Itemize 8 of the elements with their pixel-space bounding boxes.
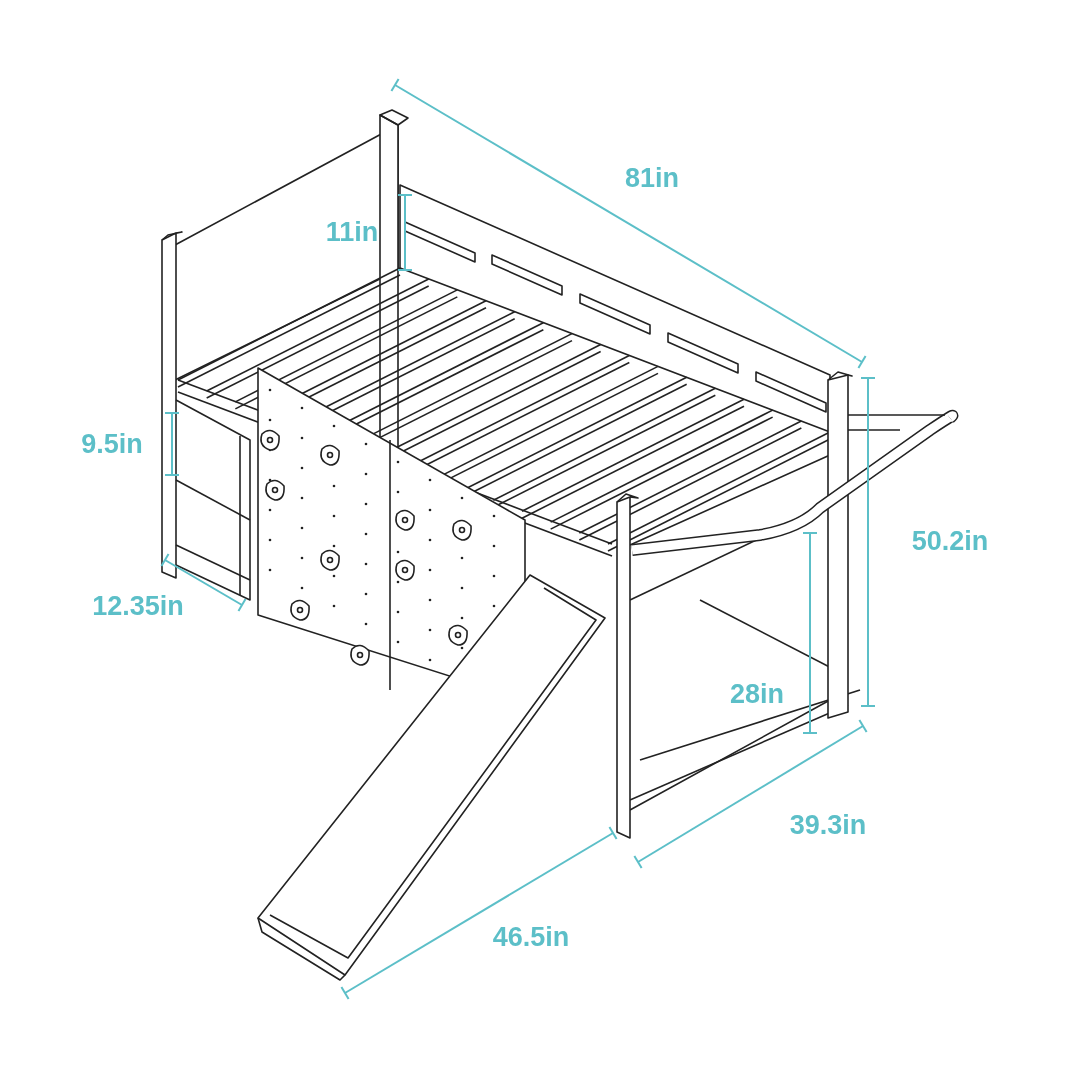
dimension-label: 28in (730, 680, 784, 708)
dimension-label: 39.3in (789, 811, 867, 839)
dimension-label: 46.5in (492, 923, 570, 951)
dimension-label: 81in (625, 164, 679, 192)
dimension-label: 50.2in (911, 527, 989, 555)
dimension-label: 12.35in (92, 592, 184, 620)
dimension-label: 11in (325, 218, 379, 246)
dimension-label: 9.5in (81, 430, 143, 458)
